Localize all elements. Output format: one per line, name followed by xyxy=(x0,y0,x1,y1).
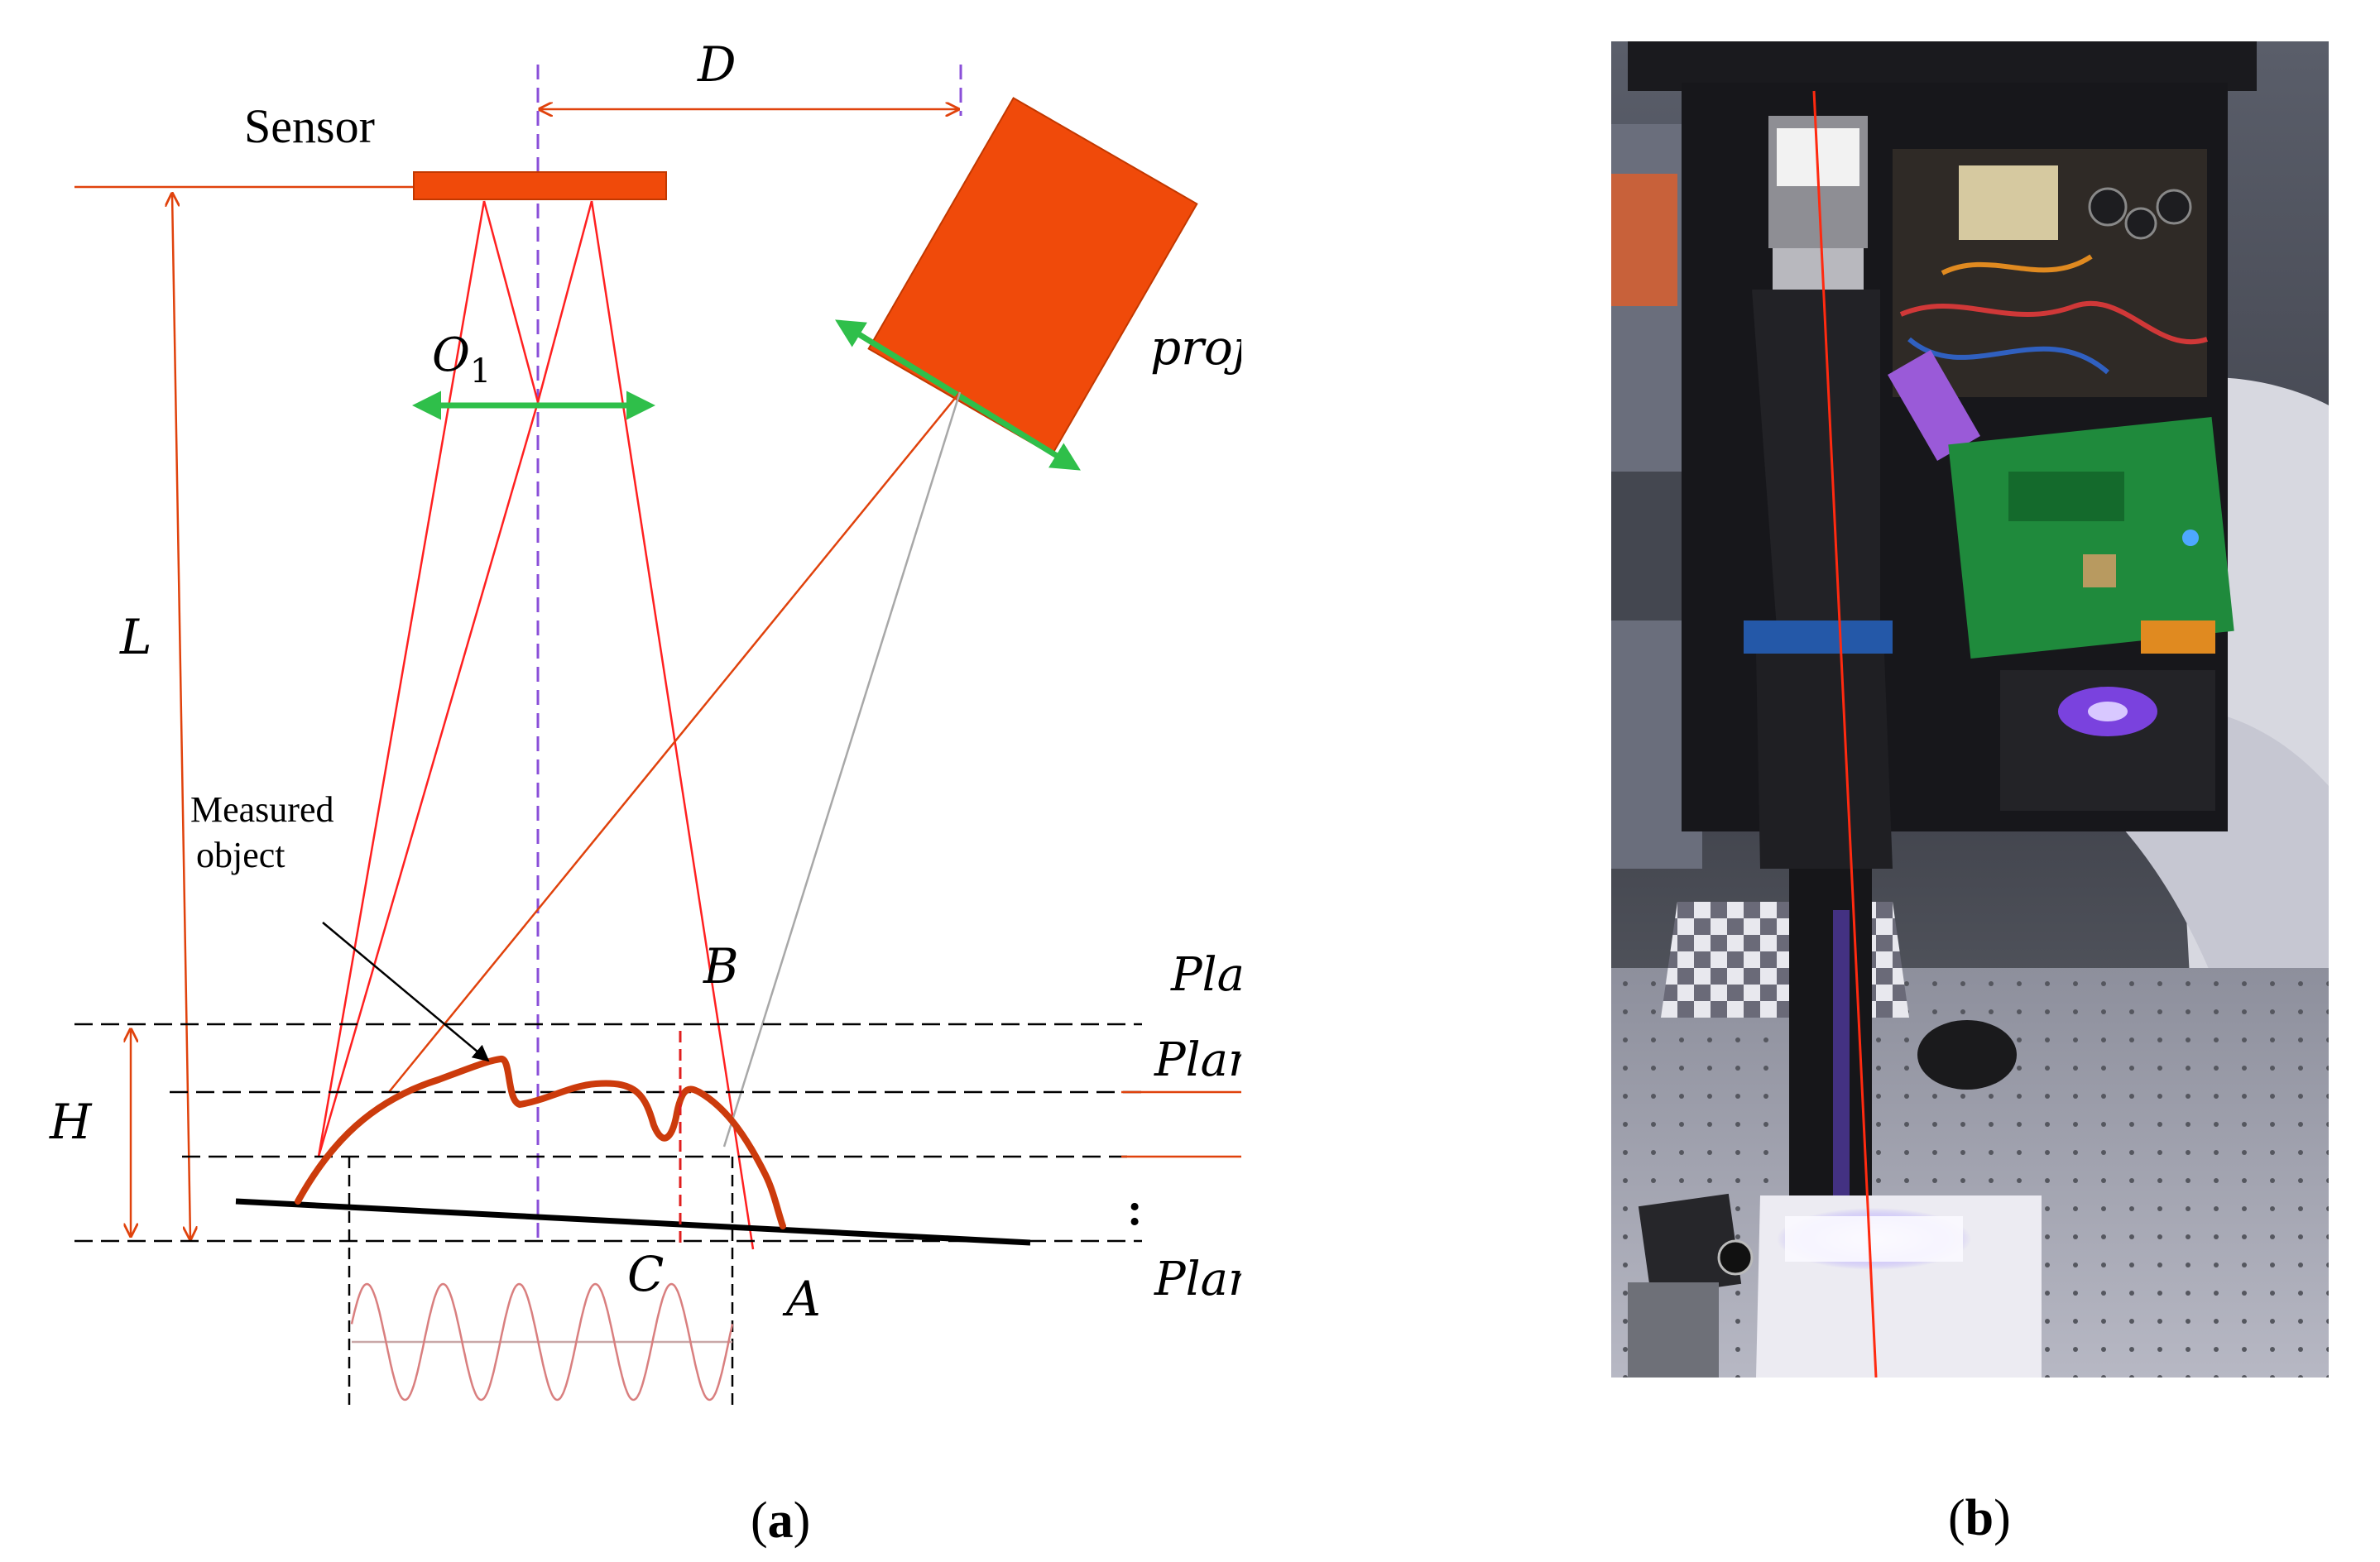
measured-object-label-2: object xyxy=(196,835,286,875)
lens-o1-label: O1 xyxy=(432,328,491,390)
caption-a: (a) xyxy=(751,1493,810,1549)
setup-photo-illustration xyxy=(1611,41,2329,1378)
caption-b: (b) xyxy=(1948,1490,2011,1546)
optical-axis-overlay xyxy=(1812,90,1878,1378)
projector-ray-orange xyxy=(388,391,961,1093)
sensor-bar xyxy=(413,171,667,200)
projector-ray-gray xyxy=(722,391,962,1148)
baseline-d-label: D xyxy=(697,36,737,93)
point-a-label: A xyxy=(782,1271,821,1327)
plane-ellipsis: : xyxy=(1127,1184,1143,1235)
plane-q-label: Plane Q xyxy=(1170,948,1241,1002)
fringe-sine-wave xyxy=(350,1282,734,1401)
setup-photo xyxy=(1611,41,2329,1378)
measured-object-label-1: Measured xyxy=(190,789,334,830)
projector-body xyxy=(867,97,1198,456)
distance-l-arrow xyxy=(172,194,190,1239)
camera-rays xyxy=(317,200,755,1250)
measurement-schematic: D Sensor L O1 projector H Δh xyxy=(49,36,1241,1549)
plane-q-minus-1-label: Plane Q − 1 xyxy=(1154,1033,1241,1087)
point-c-label: C xyxy=(627,1246,664,1302)
point-b-label: B xyxy=(703,938,739,994)
sensor-label: Sensor xyxy=(244,99,375,153)
measured-object-pointer xyxy=(322,922,490,1062)
reference-surface xyxy=(235,1198,1031,1246)
projector-label: projector xyxy=(1150,319,1241,376)
plane-1-label: Plane 1 xyxy=(1154,1253,1241,1306)
height-h-label: H xyxy=(49,1094,93,1150)
measured-object-profile xyxy=(295,1056,786,1229)
plane-lines xyxy=(74,1023,1142,1243)
distance-l-label: L xyxy=(119,609,152,665)
